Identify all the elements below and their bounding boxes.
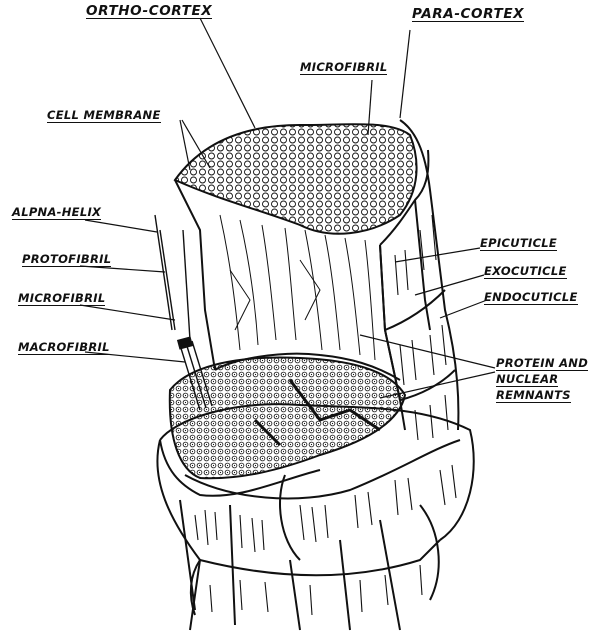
label-endocuticle: ENDOCUTICLE <box>484 291 578 305</box>
label-cell-membrane: CELL MEMBRANE <box>47 109 161 123</box>
label-nuclear: NUCLEAR <box>496 373 558 387</box>
label-para-cortex: PARA-CORTEX <box>412 8 524 22</box>
label-protein-and: PROTEIN AND <box>496 357 588 371</box>
label-protofibril: PROTOFIBRIL <box>22 253 111 267</box>
label-ortho-cortex: ORTHO-CORTEX <box>86 5 212 19</box>
label-exocuticle: EXOCUTICLE <box>484 265 567 279</box>
cortex-striations <box>220 215 375 360</box>
label-alpha-helix: ALPNA-HELIX <box>12 206 101 220</box>
label-macrofibril: MACROFIBRIL <box>18 341 110 355</box>
para-cortex-hatching <box>395 215 448 440</box>
label-remnants: REMNANTS <box>496 389 571 403</box>
label-microfibril-top: MICROFIBRIL <box>300 61 387 75</box>
label-microfibril-left: MICROFIBRIL <box>18 292 105 306</box>
label-epicuticle: EPICUTICLE <box>480 237 557 251</box>
